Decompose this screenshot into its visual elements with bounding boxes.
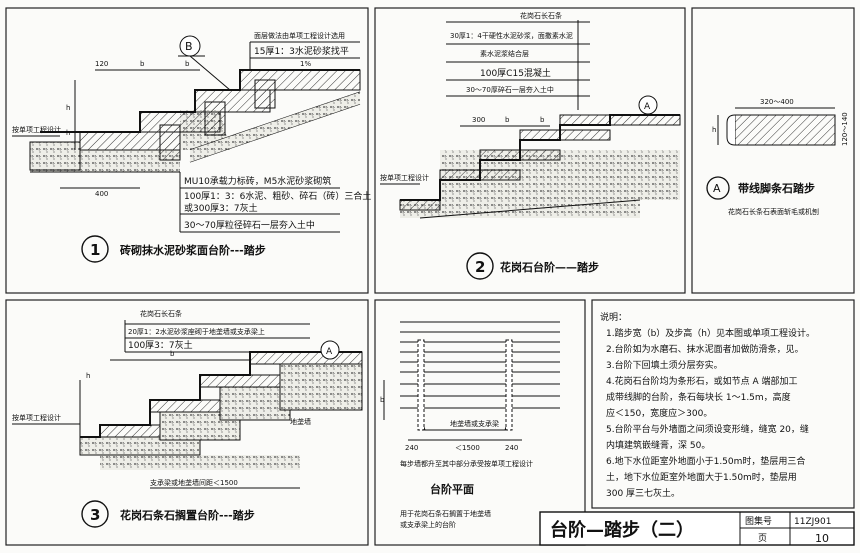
p4-note-lime: 100厚3：7灰土 [128, 339, 193, 351]
p2-number: 2 [475, 258, 485, 276]
p2-note-concrete: 100厚C15混凝土 [480, 67, 551, 79]
page-number: 10 [815, 532, 829, 545]
panel-3-profile-stone: 320～400 h 120～140 A 带线脚条石踏步 花岗石长条石表面斩毛或机… [706, 98, 849, 216]
panel-4-supported-steps: h b A 花岗石长石条 20厚1：2水泥砂浆座砌于地垄墙或支承梁上 100厚3… [12, 309, 363, 528]
note-2: 2.台阶如为水磨石、抹水泥面者加做防滑条，见。 [606, 343, 804, 355]
p1-layer-lime: 或300厚3：7灰土 [184, 202, 258, 214]
p3-marker: A [713, 182, 721, 195]
p1-dim-120: 120 [95, 60, 108, 68]
note-6c: 300 厚三七灰土。 [606, 487, 680, 499]
note-5a: 5.台阶平台与外墙面之间须设变形缝，缝宽 20，缝 [606, 423, 809, 435]
sheet-title: 台阶—踏步（二） [550, 519, 694, 541]
note-4c: 应＜150，宽度应＞300。 [606, 407, 712, 419]
p1-layer-mix: 100厚1：3：6水泥、粗砂、碎石（砖）三合土 [184, 190, 371, 202]
p2-dim-b2: b [540, 116, 545, 124]
panel-1-brick-steps: B 面层做法由单项工程设计选用 15厚1：3水泥砂浆找平 1% 120 b b … [12, 31, 371, 263]
p1-dim-b1: b [140, 60, 145, 68]
p4-marker: A [326, 347, 333, 357]
p1-layer-brick: MU10承载力标砖，M5水泥砂浆砌筑 [184, 175, 331, 187]
panel-6-notes: 说明： 1.踏步宽（b）及步高（h）见本图或单项工程设计。 2.台阶如为水磨石、… [600, 311, 815, 499]
panel-2-granite-steps: 300 b b 1% A 花岗石长石条 30厚1：4干硬性水泥砂浆，面撒素水泥 … [380, 11, 681, 280]
panel-frames [5, 7, 855, 546]
note-1: 1.踏步宽（b）及步高（h）见本图或单项工程设计。 [606, 327, 815, 339]
note-3: 3.台阶下回填土须分层夯实。 [606, 359, 723, 371]
p1-dim-b2: b [185, 60, 190, 68]
p4-label-wall: 地垄墙 [290, 417, 311, 426]
page-label: 页 [758, 533, 767, 544]
p2-note-bond: 素水泥浆结合层 [480, 49, 529, 58]
notes-header: 说明： [600, 311, 627, 323]
p3-dim-width: 320～400 [760, 98, 794, 106]
p5-note-usage-2: 或支承梁上的台阶 [400, 520, 456, 529]
p1-layer-gravel: 30～70厚粒径碎石一层夯入土中 [184, 219, 315, 231]
p5-dim-240a: 240 [405, 444, 418, 452]
p2-note-gravel: 30～70厚碎石一层夯入土中 [466, 85, 554, 94]
p3-dim-h: h [712, 126, 716, 134]
p2-dim-300: 300 [472, 116, 485, 124]
p1-marker: B [185, 40, 193, 53]
panel-5-plan: b 地垄墙或支承梁 240 ＜1500 240 每步墙都升至其中部分承受按单项工… [380, 321, 560, 529]
note-4b: 成带线脚的台阶，条石每块长 1～1.5m，高度 [606, 391, 791, 403]
atlas-number: 11ZJ901 [794, 517, 831, 527]
p1-slope: 1% [300, 60, 311, 68]
p1-note-leveling: 15厚1：3水泥砂浆找平 [254, 45, 349, 57]
p4-caption: 花岗石条石搁置台阶---踏步 [120, 508, 255, 522]
p1-dim-h1: h [66, 104, 70, 112]
atlas-label: 图集号 [745, 515, 772, 527]
note-5b: 内填建筑嵌缝膏，深 50。 [606, 439, 710, 451]
p5-dim-240b: 240 [505, 444, 518, 452]
p5-note-usage-1: 用于花岗石条石搁置于地垄墙 [400, 509, 491, 518]
note-4a: 4.花岗石台阶均为条形石，或如节点 A 端部加工 [606, 375, 797, 387]
p4-note-granite: 花岗石长石条 [140, 309, 182, 318]
p2-note-granite: 花岗石长石条 [520, 11, 562, 20]
p4-side-note: 按单项工程设计 [12, 413, 61, 422]
p2-note-mortar: 30厚1：4干硬性水泥砂浆，面撒素水泥 [450, 31, 573, 40]
p1-dim-400: 400 [95, 190, 108, 198]
p1-number: 1 [90, 241, 100, 259]
p5-dim-b: b [380, 396, 385, 404]
p4-number: 3 [90, 506, 100, 524]
p2-marker: A [644, 102, 651, 112]
p1-side-note: 按单项工程设计 [12, 125, 61, 134]
title-block: 台阶—踏步（二） 图集号 11ZJ901 页 10 [539, 511, 855, 546]
note-6a: 6.地下水位距室外地面小于1.50m时，垫层用三合 [606, 455, 805, 467]
p3-note: 花岗石长条石表面斩毛或机刨 [728, 207, 819, 216]
p5-label-wall: 地垄墙或支承梁 [450, 419, 499, 428]
p1-dim-h2: h [66, 129, 70, 137]
p5-caption: 台阶平面 [430, 482, 474, 496]
p2-caption: 花岗石台阶——踏步 [500, 260, 599, 274]
p1-caption: 砖砌抹水泥砂浆面台阶---踏步 [120, 243, 266, 257]
p5-dim-span: ＜1500 [455, 444, 480, 452]
p4-dim-h: h [86, 372, 90, 380]
p4-label-spacing: 支承梁或地垄墙间距＜1500 [150, 478, 238, 487]
note-6b: 土，地下水位距室外地面大于1.50m时，垫层用 [606, 471, 797, 483]
p3-dim-thk: 120～140 [841, 112, 849, 146]
p4-dim-b: b [170, 350, 175, 358]
p2-side-note: 按单项工程设计 [380, 173, 429, 182]
p1-note-surface: 面层做法由单项工程设计选用 [254, 31, 345, 40]
p2-dim-b1: b [505, 116, 510, 124]
p5-note-wall: 每步墙都升至其中部分承受按单项工程设计 [400, 459, 533, 468]
p4-note-mortar: 20厚1：2水泥砂浆座砌于地垄墙或支承梁上 [128, 327, 265, 336]
p3-caption: 带线脚条石踏步 [738, 181, 815, 195]
